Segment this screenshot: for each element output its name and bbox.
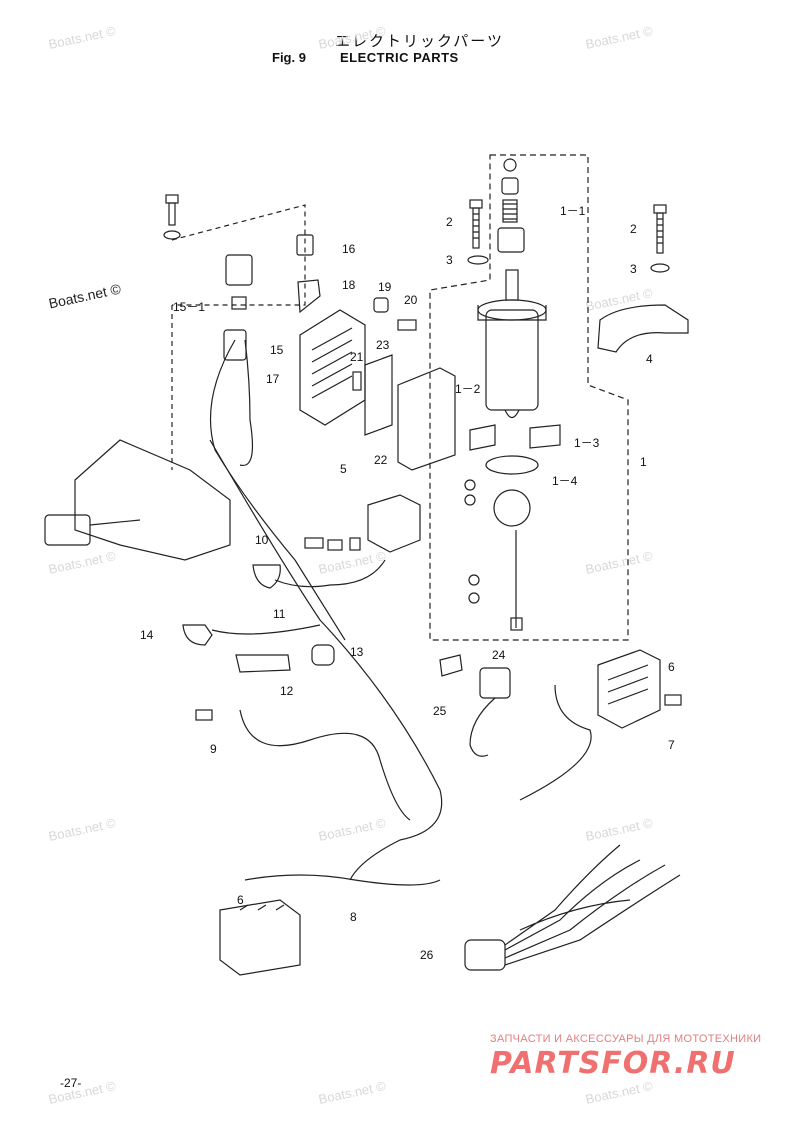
callout-1-4: 1－4 (552, 474, 578, 488)
cap-10 (252, 564, 281, 589)
callout-23: 23 (376, 338, 390, 352)
rectifier-17 (299, 309, 366, 426)
starter-motor (477, 269, 547, 419)
ignition-coil-5 (367, 494, 421, 553)
page-number: -27- (60, 1076, 82, 1090)
callout-12: 12 (280, 684, 294, 698)
brush-holder-right (529, 424, 561, 449)
callout-11: 11 (273, 607, 286, 621)
switch-24 (479, 667, 511, 699)
cap-13 (311, 644, 335, 666)
callout-13: 13 (350, 645, 364, 659)
callout-10: 10 (255, 533, 269, 547)
callout-16: 16 (342, 242, 356, 256)
clip-25 (439, 654, 463, 677)
callout-26: 26 (420, 948, 434, 962)
callout-14: 14 (140, 628, 154, 642)
regulator-6 (597, 649, 661, 729)
relay-16 (296, 234, 314, 256)
shop-logo: PARTSFOR.RU (490, 1046, 736, 1081)
boot-14 (182, 624, 213, 646)
clamp-18 (297, 279, 321, 314)
callout-25: 25 (433, 704, 447, 718)
callout-20: 20 (404, 293, 418, 307)
callout-8: 8 (350, 910, 357, 924)
callout-17: 17 (266, 372, 280, 386)
callout-3-right: 3 (630, 262, 637, 276)
callout-6: 6 (668, 660, 675, 674)
callout-2-right: 2 (630, 222, 637, 236)
callout-24: 24 (492, 648, 506, 662)
figure-number: Fig. 9 (272, 50, 306, 65)
relay-15-1 (225, 254, 253, 286)
grommet-12 (235, 654, 291, 673)
harness-connector-26 (464, 939, 506, 971)
japanese-title: エレクトリックパーツ (335, 33, 504, 50)
callout-3-left: 3 (446, 253, 453, 267)
screw-20 (397, 319, 417, 331)
callout-15: 15 (270, 343, 284, 357)
callout-21: 21 (350, 350, 364, 364)
brush-plate (485, 455, 539, 475)
battery (219, 899, 301, 976)
screw-9 (195, 709, 213, 721)
end-cover (493, 489, 531, 527)
collar-19 (373, 297, 389, 313)
callout-22: 22 (374, 453, 388, 467)
bolt-7 (664, 694, 682, 706)
starter-bracket (597, 304, 689, 353)
engine-block (74, 439, 231, 561)
callout-6-battery: 6 (237, 893, 244, 907)
callout-18: 18 (342, 278, 356, 292)
callout-1-1: 1－1 (560, 204, 586, 218)
callout-5: 5 (340, 462, 347, 476)
snap-ring (503, 158, 517, 172)
callout-19: 19 (378, 280, 392, 294)
callout-15-1: 15－1 (173, 300, 206, 314)
spring (502, 199, 518, 223)
plate-23 (364, 354, 393, 436)
pinion (497, 227, 525, 253)
callout-4: 4 (646, 352, 653, 366)
starter-group-boundary (429, 154, 629, 641)
callout-1-2: 1－2 (455, 382, 481, 396)
stopper (501, 177, 519, 195)
callout-1: 1 (640, 455, 647, 469)
callout-9: 9 (210, 742, 217, 756)
callout-1-3: 1－3 (574, 436, 600, 450)
bolt-right (653, 204, 667, 254)
washer-right (650, 263, 670, 273)
callout-2-left: 2 (446, 215, 453, 229)
shop-caption: ЗАПЧАСТИ И АКСЕССУАРЫ ДЛЯ МОТОТЕХНИКИ (490, 1033, 762, 1045)
washer-left (467, 255, 489, 265)
callout-7: 7 (668, 738, 675, 752)
figure-title: ELECTRIC PARTS (340, 50, 459, 65)
brush-holder-left (469, 424, 496, 451)
bolt-left (469, 199, 483, 249)
bolt-21 (352, 371, 362, 391)
cdi-unit-22 (397, 367, 456, 471)
